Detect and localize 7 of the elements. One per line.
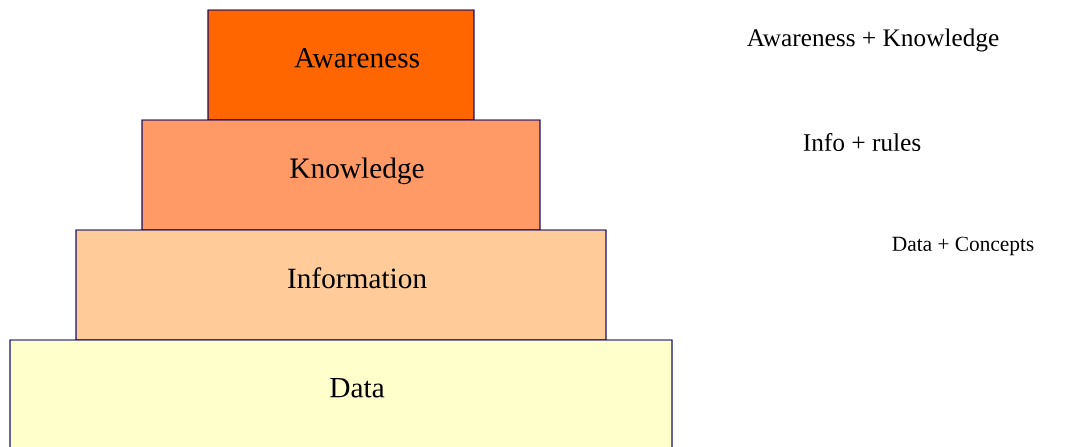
side-note: Awareness + Knowledge <box>747 28 999 52</box>
layer-box: Information <box>75 229 607 341</box>
layer-box: Data <box>9 339 673 447</box>
layer-box: Knowledge <box>141 119 541 231</box>
side-note: Info + rules <box>803 132 921 152</box>
side-note: Data + Concepts <box>892 236 1034 256</box>
layer-box: Awareness <box>207 9 475 121</box>
